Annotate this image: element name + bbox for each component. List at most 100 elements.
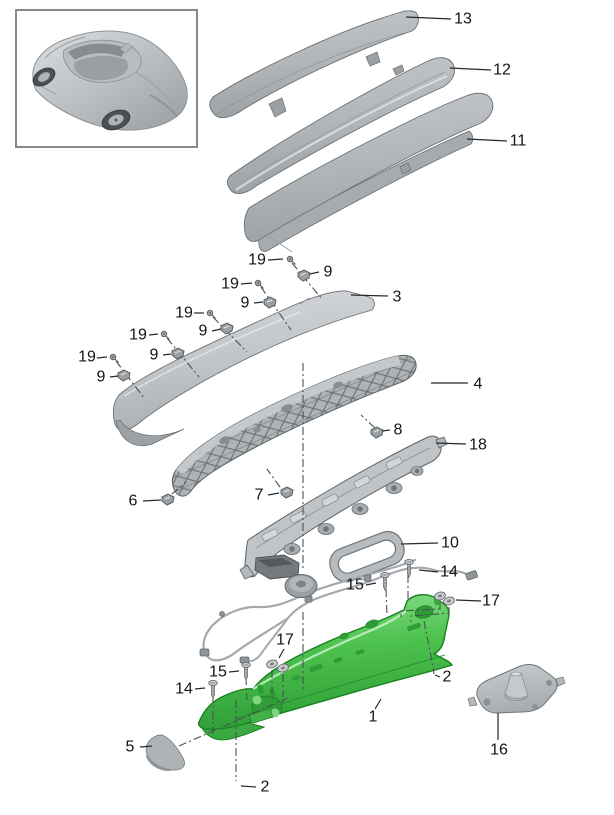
car-hood-line — [44, 36, 86, 59]
callout-label-16[interactable]: 16 — [490, 742, 508, 759]
clip-fastener[interactable] — [280, 486, 294, 499]
assembly-guide-line — [385, 588, 388, 617]
callout-leader — [109, 375, 119, 378]
callout-label-2[interactable]: 2 — [261, 779, 270, 796]
spoiler-blade-11[interactable] — [243, 92, 494, 252]
callout-label-7[interactable]: 7 — [255, 487, 264, 504]
washer-17[interactable] — [266, 659, 279, 669]
gasket-10[interactable] — [325, 527, 408, 586]
callout-label-5[interactable]: 5 — [126, 739, 135, 756]
callout-label-9[interactable]: 9 — [97, 369, 106, 386]
washer-17[interactable] — [277, 663, 290, 673]
callout-label-9[interactable]: 9 — [150, 347, 159, 364]
callout-label-10[interactable]: 10 — [441, 535, 459, 552]
callout-label-19[interactable]: 19 — [248, 252, 266, 269]
callout-label-4[interactable]: 4 — [474, 376, 483, 393]
callout-label-17[interactable]: 17 — [276, 632, 294, 649]
lattice-frame-4[interactable] — [171, 354, 417, 497]
small-screw-19[interactable] — [206, 309, 216, 319]
wedge-trim-5[interactable] — [145, 734, 185, 771]
callout-leader — [267, 492, 280, 496]
clip-fastener[interactable] — [370, 426, 384, 439]
callout-leader — [455, 599, 482, 602]
callout-label-2[interactable]: 2 — [443, 669, 452, 686]
callout-label-19[interactable]: 19 — [221, 276, 239, 293]
spoiler-blade-12[interactable] — [227, 57, 455, 194]
assembly-guide-line — [260, 286, 292, 331]
carrier-holes — [339, 619, 379, 640]
spoiler-blade-3[interactable] — [112, 290, 375, 446]
clip-fastener[interactable] — [263, 296, 277, 309]
assembly-guide-line — [245, 676, 248, 701]
callout-label-12[interactable]: 12 — [493, 62, 511, 79]
spoiler-carrier-part-1-highlighted[interactable] — [197, 593, 454, 741]
small-screw-19[interactable] — [160, 330, 170, 340]
callout-label-6[interactable]: 6 — [129, 493, 138, 510]
callout-label-1[interactable]: 1 — [369, 709, 378, 726]
bracket18-tab — [435, 436, 448, 449]
carrier-bottom-flap — [200, 722, 266, 741]
pan-head-screw[interactable] — [404, 558, 414, 578]
mounting-bracket-18[interactable] — [239, 435, 448, 580]
callout-label-9[interactable]: 9 — [199, 323, 208, 340]
washer-17[interactable] — [434, 591, 447, 601]
pan-head-screw[interactable] — [380, 571, 390, 591]
callout-label-17[interactable]: 17 — [482, 593, 500, 610]
car-front-wheel — [32, 67, 56, 87]
callout-leader — [374, 698, 382, 710]
blade13-tab2 — [365, 51, 381, 67]
washer-17[interactable] — [443, 596, 456, 606]
blade13-tab — [268, 97, 287, 118]
blade11-lower-lip — [258, 130, 474, 252]
callout-label-14[interactable]: 14 — [440, 564, 458, 581]
small-screw-19[interactable] — [286, 255, 296, 265]
clip-fastener[interactable] — [297, 269, 311, 282]
callout-leader — [278, 648, 285, 659]
car-thumbnail[interactable] — [15, 9, 198, 148]
callout-label-8[interactable]: 8 — [394, 422, 403, 439]
assembly-guide-line — [266, 468, 281, 488]
callout-leader — [253, 301, 264, 304]
spoiler-blade-13[interactable] — [209, 10, 419, 119]
callout-label-9[interactable]: 9 — [241, 295, 250, 312]
callout-leader — [96, 356, 108, 359]
callout-label-18[interactable]: 18 — [469, 437, 487, 454]
clip-fastener[interactable] — [171, 347, 185, 360]
clip-fastener[interactable] — [161, 493, 175, 506]
callout-leader — [309, 271, 320, 275]
callout-leader — [400, 542, 439, 545]
callout-label-15[interactable]: 15 — [346, 577, 364, 594]
callout-leader — [365, 582, 377, 586]
callout-label-15[interactable]: 15 — [209, 664, 227, 681]
callout-leader — [350, 294, 389, 297]
callout-label-19[interactable]: 19 — [175, 305, 193, 322]
small-screw-19[interactable] — [109, 353, 119, 363]
pan-head-screw[interactable] — [208, 679, 218, 699]
callout-label-14[interactable]: 14 — [175, 681, 193, 698]
clip-fastener[interactable] — [117, 369, 131, 382]
callout-label-13[interactable]: 13 — [454, 11, 472, 28]
callout-leader — [418, 569, 439, 573]
callout-label-19[interactable]: 19 — [78, 349, 96, 366]
small-screw-19[interactable] — [254, 279, 264, 289]
assembly-guide-line — [423, 620, 435, 675]
callout-label-11[interactable]: 11 — [510, 133, 527, 150]
callout-label-3[interactable]: 3 — [393, 289, 402, 306]
assembly-guide-line — [291, 262, 323, 300]
callout-label-9[interactable]: 9 — [324, 264, 333, 281]
callout-leader — [148, 333, 159, 336]
callout-label-19[interactable]: 19 — [129, 327, 147, 344]
assembly-guide-line — [410, 607, 450, 622]
edge-line — [256, 227, 293, 253]
support-bracket-16[interactable] — [467, 664, 566, 714]
pan-head-screw[interactable] — [241, 661, 251, 681]
bracket16-cone — [504, 672, 529, 699]
assembly-guide-line — [171, 481, 187, 495]
clip-fastener[interactable] — [220, 322, 234, 335]
car-taillight-band — [149, 94, 178, 118]
bracket18-slots — [261, 456, 403, 542]
callout-leader — [228, 670, 240, 673]
